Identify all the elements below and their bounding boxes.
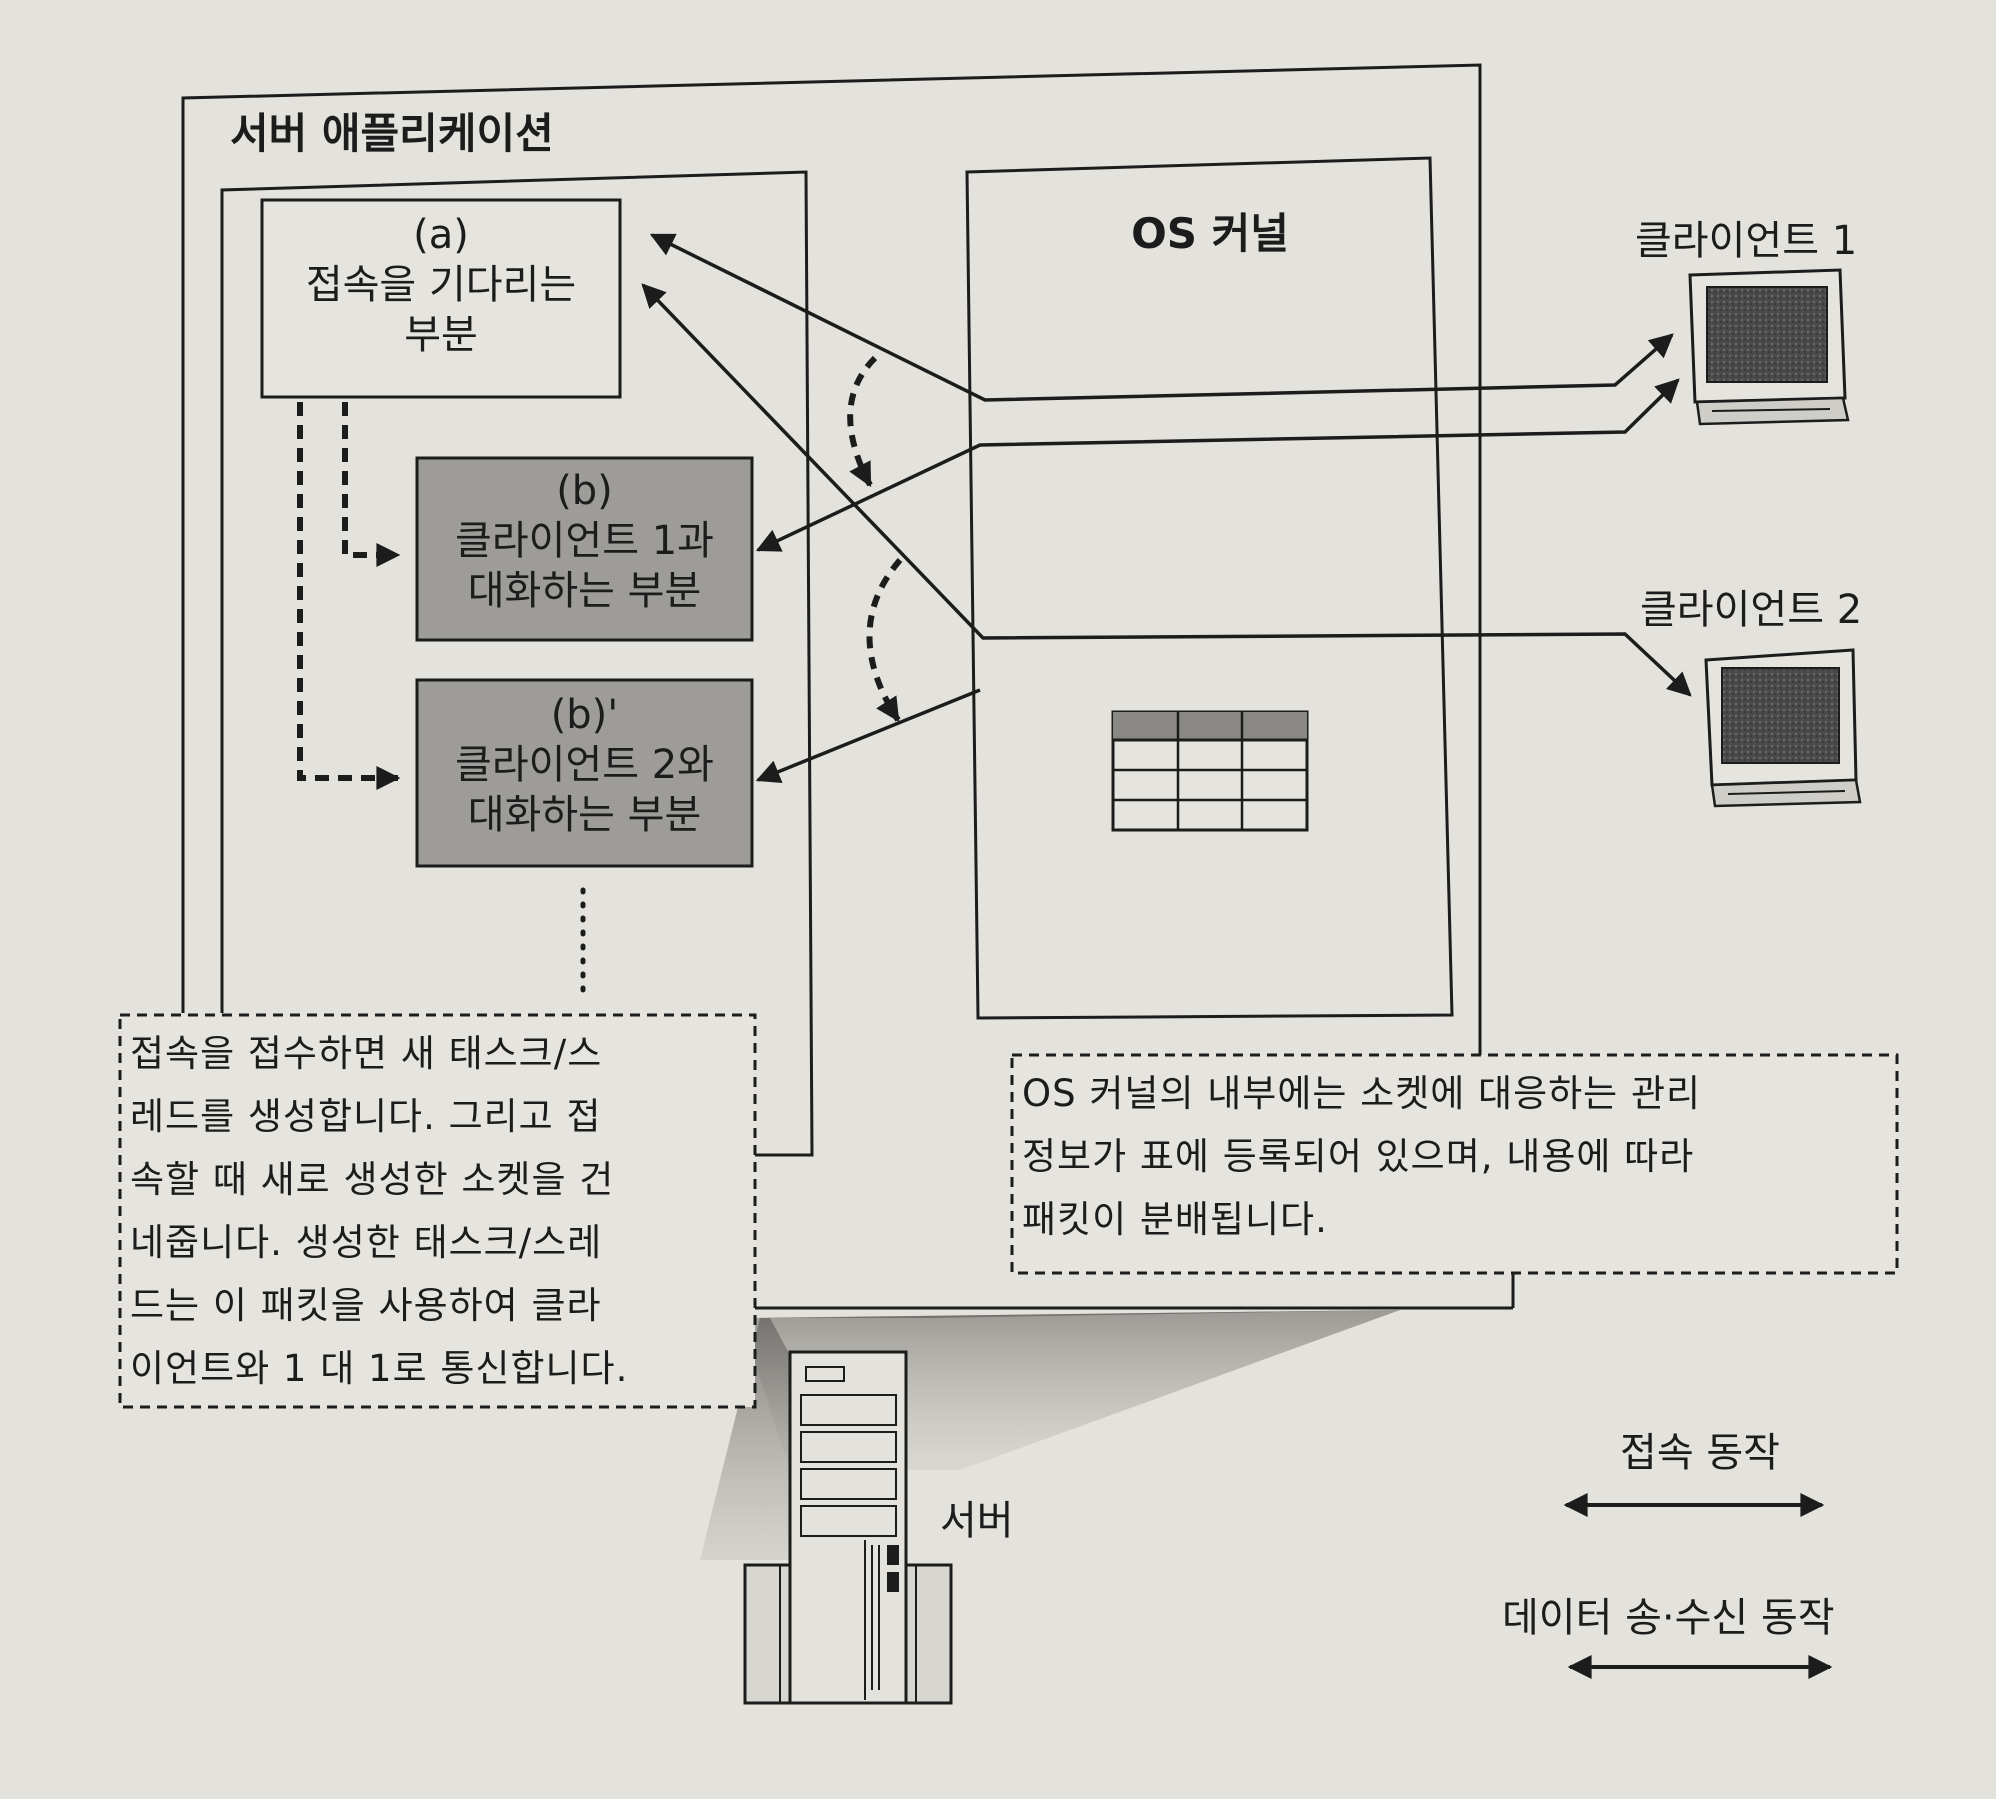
legend-data-label: 데이터 송·수신 동작 [1502,1595,1835,1641]
connect-arrow-client2 [641,283,1692,697]
box-b-prime [415,678,754,868]
box-a [260,198,622,399]
note-left-line: 드는 이 패킷을 사용하여 클라 [130,1284,602,1327]
note-left-line: 레드를 생성합니다. 그리고 접 [130,1095,602,1138]
note-right-line: OS 커널의 내부에는 소켓에 대응하는 관리 [1022,1072,1702,1115]
handoff-arrow-2 [866,558,903,723]
note-left-text: 접속을 접수하면 새 태스크/스 레드를 생성합니다. 그리고 접 속할 때 새… [130,1022,750,1400]
note-left-box [118,1013,757,1409]
os-kernel-box [965,156,1454,1020]
note-left-line: 네줍니다. 생성한 태스크/스레 [130,1221,603,1264]
box-b-prime-line1: 클라이언트 2와 [455,742,714,788]
server-app-title: 서버 애플리케이션 [230,109,554,158]
note-left-line: 접속을 접수하면 새 태스크/스 [130,1032,603,1075]
client2-monitor-icon [1704,648,1862,808]
box-b-line1: 클라이언트 1과 [455,518,714,564]
box-a-text: (a) 접속을 기다리는 부분 [262,210,620,360]
box-b-prime-text: (b)' 클라이언트 2와 대화하는 부분 [417,690,752,840]
note-right-box [1010,1053,1899,1275]
client1-label: 클라이언트 1 [1635,218,1858,264]
box-b-line2: 대화하는 부분 [467,568,702,614]
server-tower-icon [743,1350,953,1705]
client2-label: 클라이언트 2 [1640,587,1863,633]
socket-table [1111,710,1309,832]
box-b-prime-line2: 대화하는 부분 [467,792,702,838]
process-frame [220,170,814,1157]
note-right-line: 정보가 표에 등록되어 있으며, 내용에 따라 [1022,1135,1695,1178]
legend-connect-label: 접속 동작 [1620,1430,1780,1476]
note-left-line: 속할 때 새로 생성한 소켓을 건 [130,1158,615,1201]
os-kernel-title: OS 커널 [1131,209,1289,258]
data-arrow-client2 [755,688,981,784]
note-right-text: OS 커널의 내부에는 소켓에 대응하는 관리 정보가 표에 등록되어 있으며,… [1022,1062,1892,1251]
box-b-prime-tag: (b)' [550,692,619,738]
spawn-arrow-b-prime [297,402,401,790]
server-label: 서버 [940,1498,1014,1544]
handoff-arrow-1 [847,355,878,488]
client1-monitor-icon [1688,268,1850,426]
note-left-line: 이언트와 1 대 1로 통신합니다. [130,1347,629,1390]
spawn-arrow-b [342,402,401,567]
note-right-line: 패킷이 분배됩니다. [1022,1198,1328,1241]
box-b-tag: (b) [556,468,613,514]
box-b-text: (b) 클라이언트 1과 대화하는 부분 [417,466,752,616]
box-a-line1: 접속을 기다리는 [305,262,577,308]
box-a-line2: 부분 [404,312,478,358]
box-a-tag: (a) [413,212,469,258]
data-arrow-client1 [755,378,1680,552]
